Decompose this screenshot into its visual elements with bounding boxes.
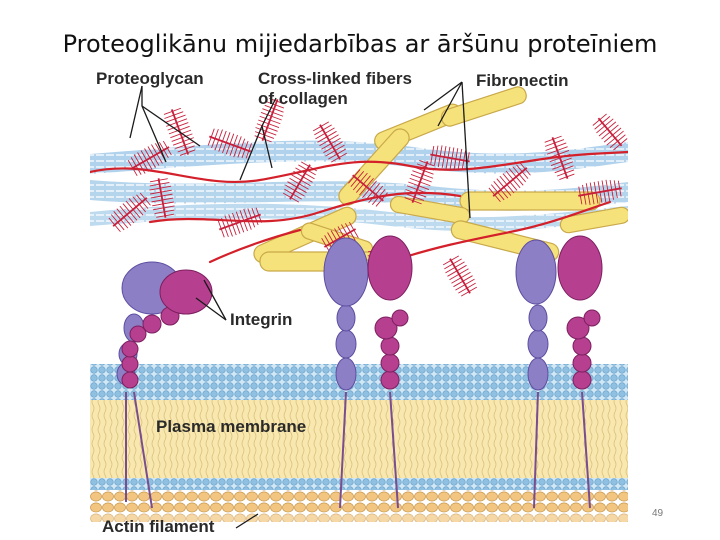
actin-filaments [90,490,628,522]
integrin-left [116,261,213,509]
label-integrin: Integrin [230,310,292,329]
proteoglycan-molecules [108,98,628,297]
fibronectin-strands [90,150,628,264]
label-collagen-line1: Cross-linked fibers [258,69,412,88]
integrin-middle [323,235,413,509]
integrin-right [515,235,603,509]
label-fibronectin: Fibronectin [476,71,569,90]
leader-lines [129,81,471,529]
label-actin-filament: Actin filament [102,517,215,536]
label-collagen-line2: of collagen [258,89,348,108]
label-plasma-membrane: Plasma membrane [156,417,306,436]
slide-title: Proteoglikānu mijiedarbības ar āršūnu pr… [62,30,658,58]
page-number: 49 [652,508,664,519]
plasma-membrane [90,364,628,490]
ecm-diagram: Proteoglycan Cross-linked fibers of coll… [90,69,628,536]
label-proteoglycan: Proteoglycan [96,69,204,88]
